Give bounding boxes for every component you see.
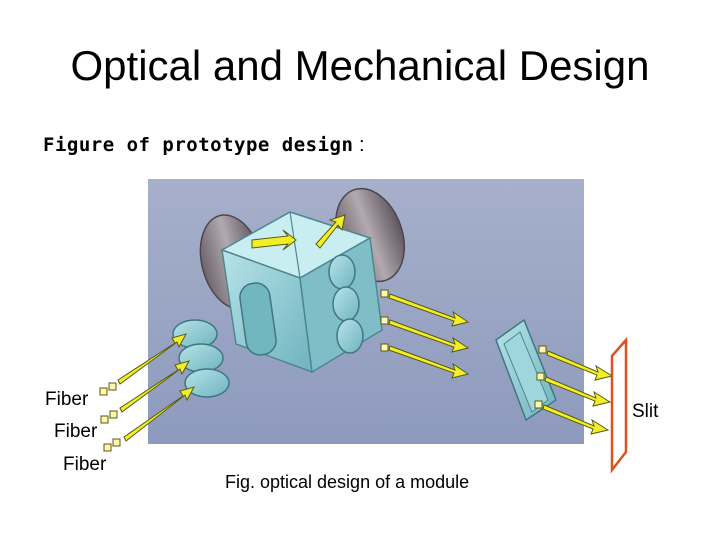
arrow-icon xyxy=(544,376,612,407)
subtitle-colon: : xyxy=(353,134,365,156)
output-arrows xyxy=(388,293,470,379)
input-arrows xyxy=(117,333,196,442)
output-tips xyxy=(380,289,389,352)
slit-label: Slit xyxy=(632,401,659,422)
lens-stack-icon xyxy=(328,254,364,354)
slit-arrows xyxy=(542,350,614,435)
slide-subtitle: Figure of prototype design : xyxy=(43,131,365,159)
subtitle-bold-text: Figure of prototype design xyxy=(43,134,354,156)
slit-optic xyxy=(495,318,557,422)
arrow-icon xyxy=(117,333,188,385)
arrow-icon xyxy=(388,319,470,353)
arrow-icon xyxy=(388,345,470,379)
fiber-label-1: Fiber xyxy=(45,389,89,410)
fiber-tips xyxy=(99,382,121,452)
fiber-label-3: Fiber xyxy=(63,454,107,475)
arrow-icon xyxy=(542,404,610,435)
arrow-icon xyxy=(119,360,191,413)
arrow-icon xyxy=(123,386,196,442)
arrow-icon xyxy=(546,350,614,381)
slide-title: Optical and Mechanical Design xyxy=(70,42,650,89)
figure-caption: Fig. optical design of a module xyxy=(225,472,470,492)
slit-frame-icon xyxy=(610,336,628,474)
slit-tips xyxy=(534,345,547,409)
arrow-icon xyxy=(388,293,470,327)
internal-beam-arrows xyxy=(251,214,346,251)
input-lens-stack xyxy=(172,319,230,398)
fiber-label-2: Fiber xyxy=(54,421,98,442)
